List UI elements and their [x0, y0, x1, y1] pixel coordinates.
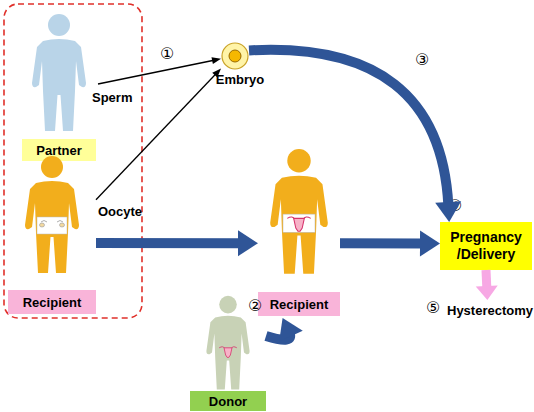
- callout-number: ①: [160, 46, 174, 62]
- person-node: Partner: [20, 5, 98, 163]
- embryo-outer: [222, 43, 248, 69]
- node-label: Hysterectomy: [447, 303, 533, 318]
- name-tag: Recipient: [8, 290, 96, 314]
- figure-head: [287, 149, 310, 172]
- box-text: Pregnancy /Delivery: [440, 222, 532, 270]
- node-label: Recipient: [23, 295, 82, 310]
- name-tag: Recipient: [258, 292, 340, 316]
- flow-arrow: [249, 50, 461, 222]
- person-figure: [29, 13, 89, 133]
- arrow-line: [249, 50, 448, 206]
- pelvis-area: [37, 217, 67, 234]
- name-tag: Partner: [22, 139, 96, 161]
- figure-head: [41, 156, 63, 178]
- person-figure: [22, 155, 82, 275]
- embryo-inner: [229, 50, 241, 62]
- arrow-head: [420, 231, 440, 257]
- uterus-symbol: [224, 348, 232, 358]
- flow-arrow: [476, 270, 498, 300]
- node-label: Embryo: [216, 72, 264, 87]
- embryo-node: Embryo: [221, 42, 249, 70]
- part-label: Sperm: [92, 90, 132, 106]
- person-node: Recipient: [258, 140, 340, 318]
- ovary-symbol: [41, 221, 63, 223]
- figure-head: [48, 14, 70, 36]
- part-label: Oocyte: [98, 204, 142, 220]
- arrow-line: [96, 74, 216, 200]
- arrow-head: [211, 57, 221, 64]
- pelvis-area: [283, 214, 315, 232]
- figure-head: [219, 296, 237, 314]
- arrow-line: [96, 238, 242, 248]
- figure-body: [270, 176, 328, 274]
- arrow-line: [98, 60, 214, 84]
- person-node: Recipient: [8, 155, 96, 315]
- plain-text: Hysterectomy: [446, 300, 534, 320]
- arrow-head: [279, 318, 303, 342]
- embryo-caption: Embryo: [211, 72, 269, 87]
- dashed-group: [4, 4, 142, 318]
- flow-arrow: [96, 69, 221, 200]
- person-figure: [204, 295, 252, 391]
- callout-number: ⑤: [426, 300, 440, 316]
- arrow-line: [482, 270, 492, 289]
- callout-number: ②: [248, 298, 262, 314]
- arrow-head: [238, 230, 258, 256]
- callout-number: ③: [415, 52, 429, 68]
- figure-body: [206, 316, 249, 390]
- name-tag: Donor: [190, 391, 266, 411]
- node-label: Pregnancy /Delivery: [440, 229, 532, 263]
- ovary-symbol: [60, 223, 65, 227]
- flow-arrow: [340, 231, 440, 257]
- flow-arrow: [96, 230, 258, 256]
- person-figure: [267, 148, 331, 276]
- figure-body: [25, 181, 79, 273]
- node-label: Partner: [36, 143, 82, 158]
- arrow-head: [212, 69, 221, 78]
- uterus-symbol: [294, 218, 305, 231]
- ovary-symbol: [40, 223, 45, 227]
- arrow-line: [266, 333, 290, 340]
- figure-body: [32, 39, 86, 131]
- box-node: Pregnancy /Delivery: [440, 222, 532, 270]
- text-node: Hysterectomy: [446, 300, 534, 320]
- callout-number: ④: [448, 198, 462, 214]
- flow-arrow: [98, 57, 221, 84]
- arrow-head: [476, 286, 498, 300]
- node-label: Donor: [209, 394, 247, 409]
- arrow-line: [340, 238, 424, 248]
- embryo-symbol: [221, 42, 249, 70]
- flow-arrow: [266, 318, 303, 342]
- node-label: Recipient: [270, 297, 329, 312]
- arrow-head: [435, 201, 461, 222]
